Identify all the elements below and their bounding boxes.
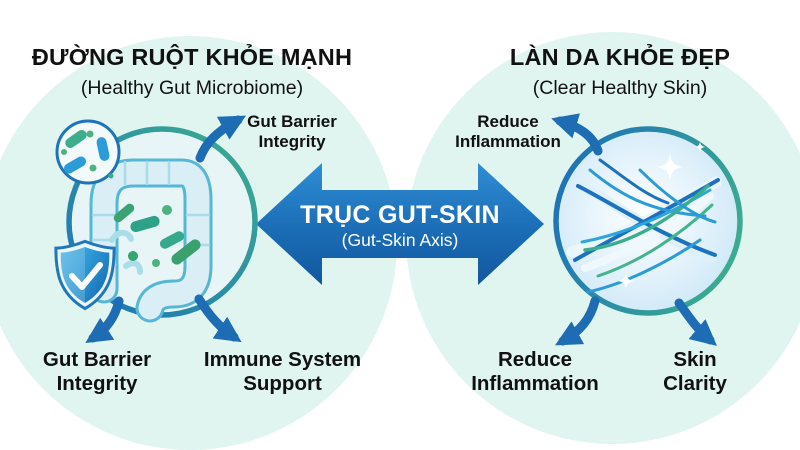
skin-callout-br-line2: Clarity — [663, 372, 727, 396]
flow-arrow-skin-bottom-right — [674, 298, 717, 346]
gut-callout-bl-line1: Gut Barrier — [42, 348, 152, 371]
axis-subtitle: (Gut-Skin Axis) — [341, 230, 459, 250]
bacteria-magnifier-icon — [55, 119, 121, 185]
gut-callout-bottom-left: Gut Barrier Integrity — [12, 348, 182, 396]
bacteria-rod — [113, 203, 135, 223]
skin-subtitle: (Clear Healthy Skin) — [532, 77, 708, 99]
skin-callout-bottom-left: Reduce Inflammation — [445, 348, 625, 396]
skin-callout-br-line1: Skin — [673, 348, 717, 371]
skin-callout-bl-line2: Inflammation — [471, 372, 599, 396]
flow-arrow-skin-top — [551, 113, 603, 156]
flow-arrow-gut-bottom-left — [85, 296, 124, 343]
sparkle-icon — [617, 141, 706, 290]
gut-callout-top: Gut Barrier Integrity — [232, 112, 352, 152]
check-icon — [69, 262, 103, 290]
axis-double-arrow — [256, 163, 544, 285]
skin-callout-top-line2: Inflammation — [455, 132, 561, 152]
bacteria-rod — [159, 231, 185, 249]
gut-title: ĐƯỜNG RUỘT KHỎE MẠNH — [31, 44, 353, 70]
skin-callout-bl-line1: Reduce — [497, 348, 573, 371]
axis-title: TRỤC GUT-SKIN — [300, 201, 500, 229]
bacteria-dot — [128, 251, 138, 261]
flow-arrow-gut-bottom-right — [194, 294, 242, 343]
gut-callout-bl-line2: Integrity — [56, 372, 138, 396]
bacteria-rod — [130, 215, 160, 233]
gut-callout-top-line1: Gut Barrier — [247, 112, 337, 131]
skin-title: LÀN DA KHỎE ĐẸP — [509, 44, 731, 70]
small-intestine-squiggles — [109, 229, 143, 275]
skin-callout-top: Reduce Inflammation — [443, 112, 573, 152]
bacteria-rod — [171, 239, 201, 265]
flow-arrows — [85, 113, 717, 346]
gut-circle-group — [54, 119, 258, 323]
gut-callout-br-line1: Immune System — [203, 348, 362, 371]
gut-bacteria — [113, 203, 201, 267]
bacteria-dot — [152, 259, 160, 267]
flow-arrow-gut-top — [195, 115, 247, 163]
gut-subtitle: (Healthy Gut Microbiome) — [80, 77, 304, 99]
gut-callout-br-line2: Support — [243, 372, 322, 396]
bacteria-dot — [162, 205, 172, 215]
intestine-illustration — [89, 158, 213, 323]
shield-check-icon — [54, 239, 116, 311]
skin-callout-bottom-right: Skin Clarity — [615, 348, 775, 396]
gut-callout-bottom-right: Immune System Support — [190, 348, 375, 396]
gut-callout-top-line2: Integrity — [258, 132, 326, 152]
skin-circle-group — [553, 126, 743, 316]
skin-callout-top-line1: Reduce — [477, 112, 539, 131]
collagen-fibers-illustration — [566, 158, 722, 294]
flow-arrow-skin-bottom-left — [555, 296, 600, 346]
